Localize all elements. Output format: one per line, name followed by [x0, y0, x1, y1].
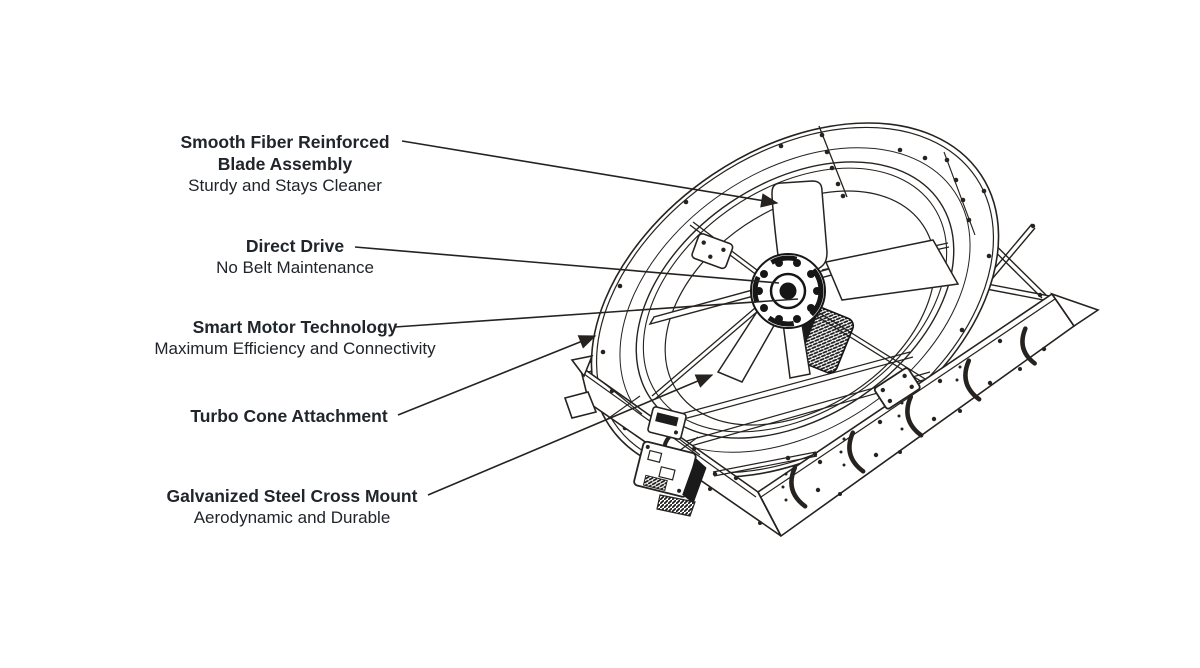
callout-subtitle: No Belt Maintenance	[216, 258, 374, 277]
callout-subtitle: Sturdy and Stays Cleaner	[188, 176, 382, 195]
ring-bolt-dots	[600, 132, 992, 468]
west-foot	[563, 391, 598, 419]
skirt-corner-flap	[1049, 292, 1100, 328]
callout-title: Galvanized Steel Cross Mount	[166, 486, 418, 506]
callout-title: Direct Drive	[245, 236, 345, 256]
leader-turbo-cone	[397, 335, 597, 416]
control-box-small	[647, 406, 687, 440]
blade-right	[824, 239, 960, 301]
leader-direct-drive	[354, 246, 780, 284]
callout-cross-mount: Galvanized Steel Cross Mount Aerodynamic…	[162, 485, 422, 529]
callout-blade-assembly: Smooth Fiber Reinforced Blade Assembly S…	[155, 131, 415, 197]
callout-subtitle: Maximum Efficiency and Connectivity	[154, 339, 436, 358]
mount-bracket-pad	[873, 367, 921, 410]
callout-title: Turbo Cone Attachment	[190, 406, 388, 426]
guard-bracket	[691, 233, 734, 270]
leader-lines	[354, 140, 799, 496]
callout-title-line1: Smooth Fiber Reinforced	[180, 132, 390, 152]
callout-turbo-cone: Turbo Cone Attachment	[159, 405, 419, 427]
callout-title: Smart Motor Technology	[192, 317, 398, 337]
leader-cross-mount	[427, 374, 714, 496]
fan-hub	[750, 253, 826, 329]
callout-direct-drive: Direct Drive No Belt Maintenance	[165, 235, 425, 279]
control-box-main	[633, 440, 707, 504]
west-gusset	[570, 354, 594, 378]
leader-blade-assembly	[401, 140, 779, 208]
skirt-dot-accents	[781, 346, 1047, 502]
callout-title-line2: Blade Assembly	[217, 154, 353, 174]
leader-smart-motor	[394, 298, 799, 328]
corner-edge	[757, 491, 782, 537]
control-box-hatch-wedge	[656, 494, 696, 517]
callout-subtitle: Aerodynamic and Durable	[193, 508, 391, 527]
callout-smart-motor: Smart Motor Technology Maximum Efficienc…	[130, 316, 460, 360]
blade-up	[771, 180, 828, 271]
